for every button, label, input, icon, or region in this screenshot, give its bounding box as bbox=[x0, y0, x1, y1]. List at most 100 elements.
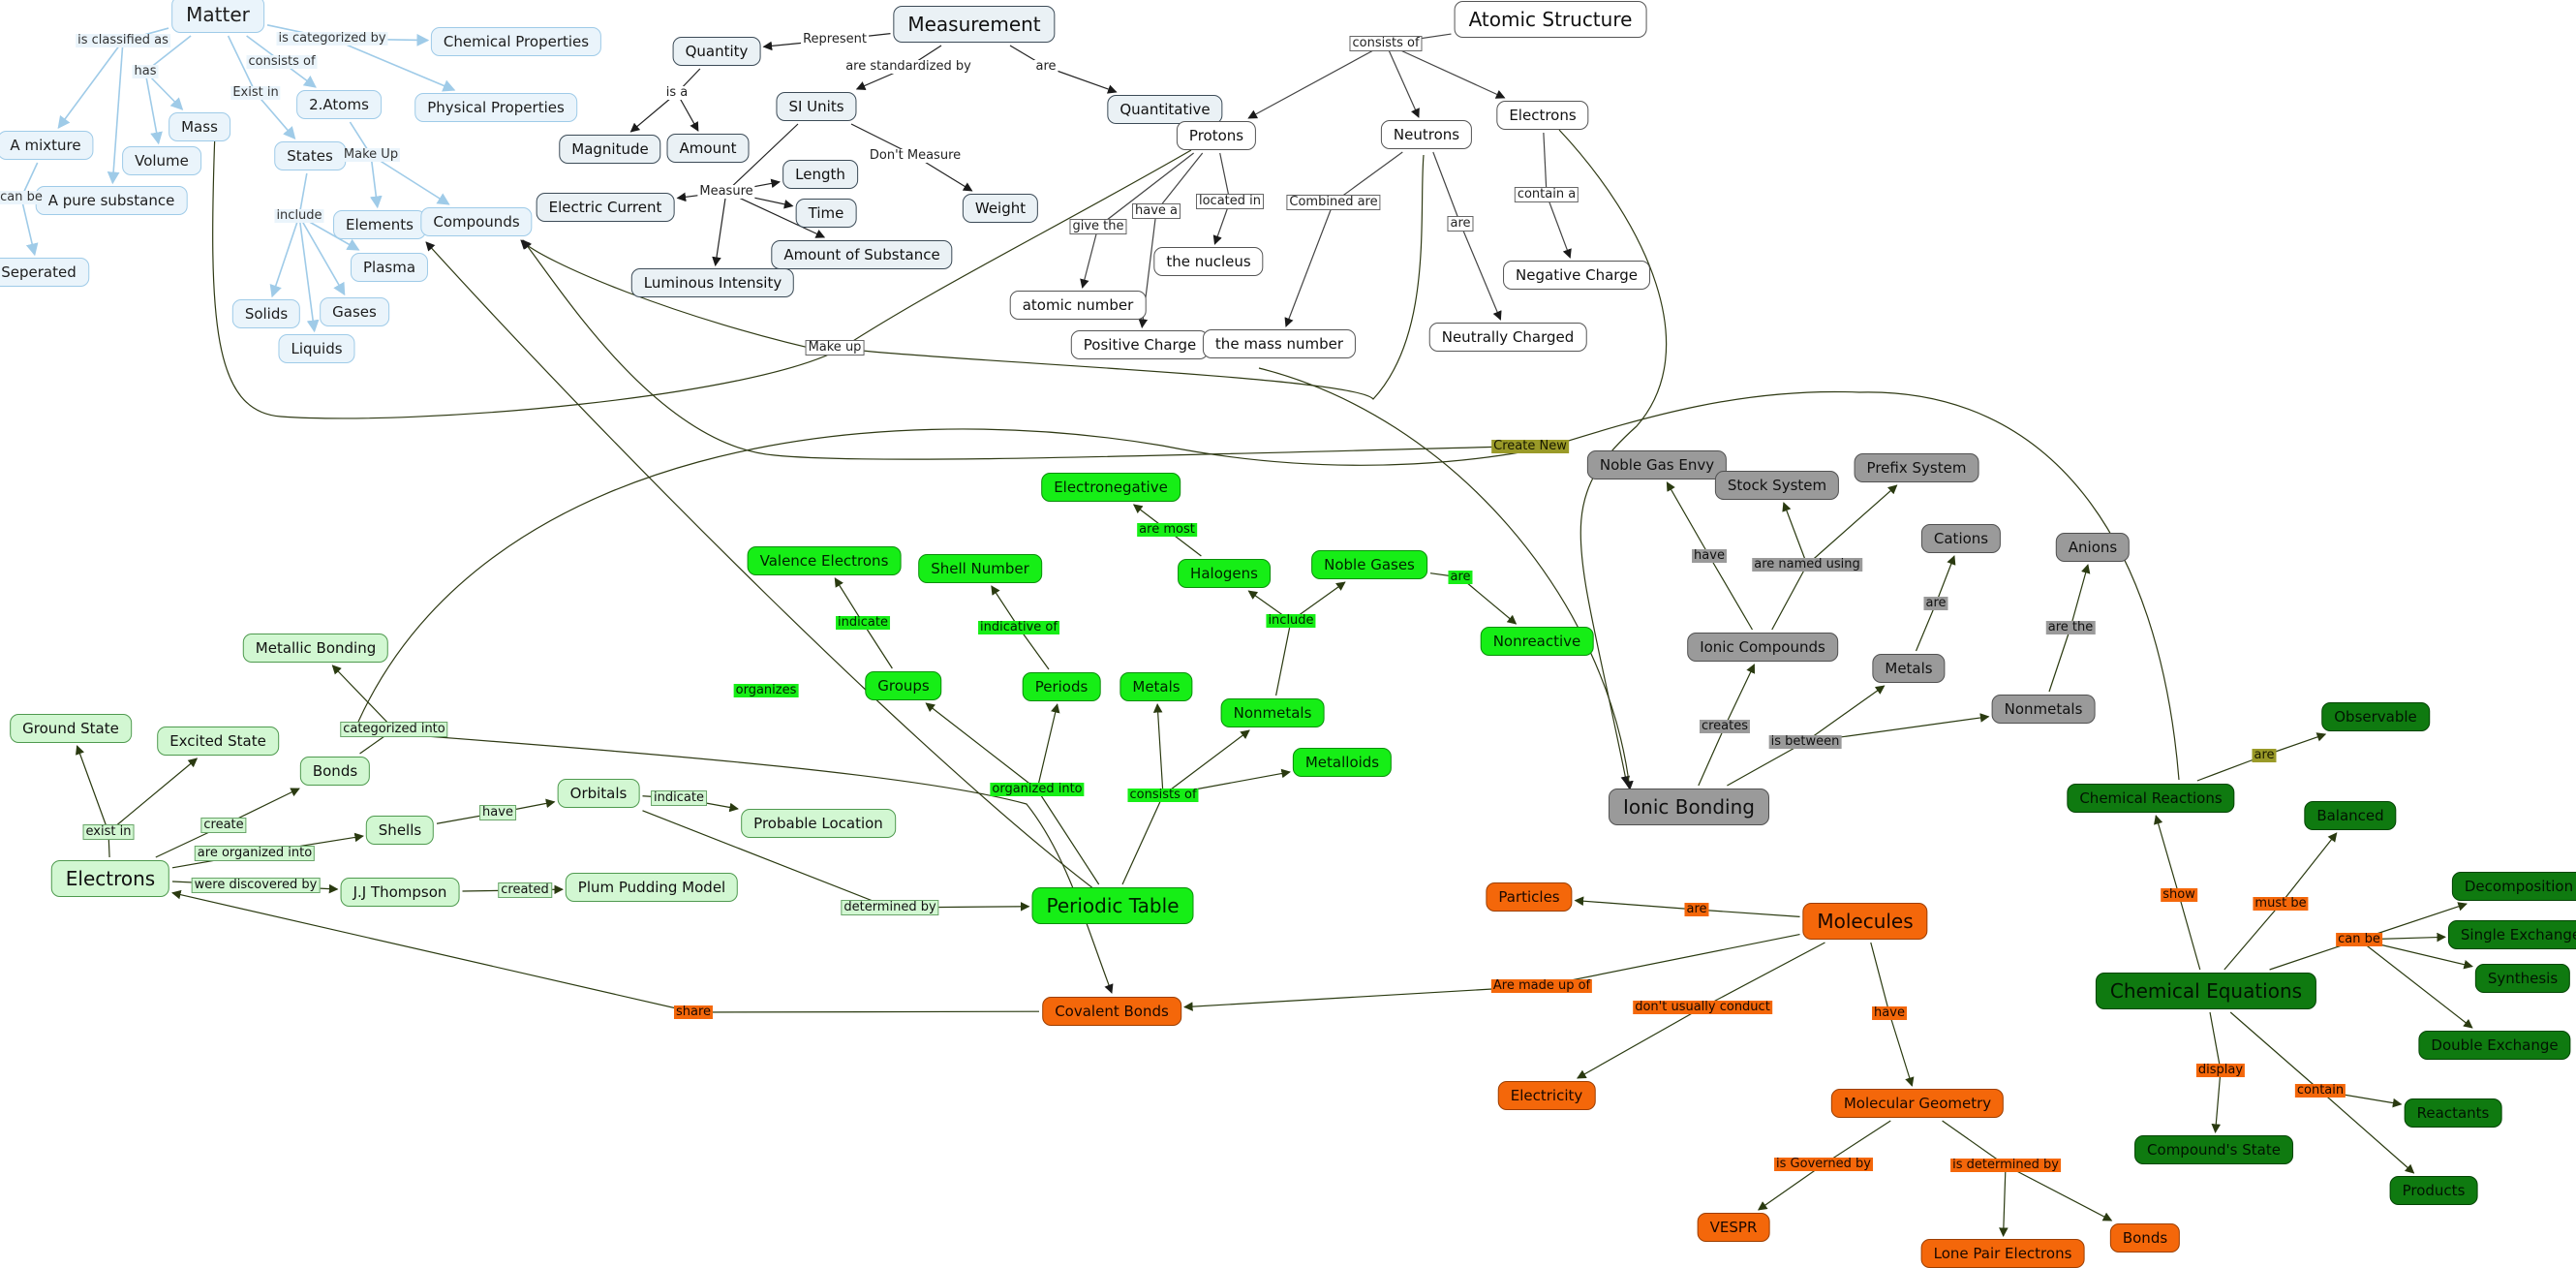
node-probablelocation[interactable]: Probable Location bbox=[741, 809, 896, 838]
link-label-is-governed-by: is Governed by bbox=[1774, 1157, 1873, 1171]
node-orbitals[interactable]: Orbitals bbox=[557, 779, 640, 808]
node-ioniccompounds[interactable]: Ionic Compounds bbox=[1687, 633, 1838, 662]
node-chemreactions[interactable]: Chemical Reactions bbox=[2067, 784, 2235, 813]
node-groups[interactable]: Groups bbox=[865, 671, 942, 700]
node-noblegases[interactable]: Noble Gases bbox=[1311, 550, 1427, 579]
node-nucleus[interactable]: the nucleus bbox=[1153, 247, 1264, 276]
node-matter[interactable]: Matter bbox=[171, 0, 264, 33]
node-moleculargeometry[interactable]: Molecular Geometry bbox=[1830, 1089, 2005, 1118]
link-covalentbonds bbox=[692, 1010, 1040, 1013]
node-chemequations[interactable]: Chemical Equations bbox=[2095, 973, 2317, 1009]
node-volume[interactable]: Volume bbox=[122, 146, 201, 175]
node-reactants[interactable]: Reactants bbox=[2404, 1098, 2502, 1128]
node-quantitative[interactable]: Quantitative bbox=[1107, 95, 1223, 124]
node-positivecharge[interactable]: Positive Charge bbox=[1070, 330, 1210, 359]
node-plumpudding[interactable]: Plum Pudding Model bbox=[565, 873, 739, 902]
node-atomicnumber[interactable]: atomic number bbox=[1009, 291, 1147, 320]
node-electriccurrent[interactable]: Electric Current bbox=[536, 193, 675, 222]
node-nonmetals-g[interactable]: Nonmetals bbox=[1220, 698, 1325, 727]
node-solids[interactable]: Solids bbox=[231, 299, 301, 328]
link-protons bbox=[1219, 152, 1231, 202]
node-excitedstate[interactable]: Excited State bbox=[157, 727, 279, 756]
node-massnumber[interactable]: the mass number bbox=[1202, 329, 1357, 358]
node-neutrallycharged[interactable]: Neutrally Charged bbox=[1428, 323, 1587, 352]
node-seperated[interactable]: Seperated bbox=[0, 258, 89, 287]
node-prefixsystem[interactable]: Prefix System bbox=[1854, 453, 1979, 482]
node-decomposition[interactable]: Decomposition bbox=[2451, 872, 2576, 901]
node-electrons-w[interactable]: Electrons bbox=[1496, 101, 1589, 130]
node-negativecharge[interactable]: Negative Charge bbox=[1503, 261, 1650, 290]
node-weight[interactable]: Weight bbox=[962, 194, 1039, 223]
node-vespr[interactable]: VESPR bbox=[1697, 1213, 1770, 1242]
node-bonds-o[interactable]: Bonds bbox=[2109, 1223, 2181, 1253]
node-metallicbonding[interactable]: Metallic Bonding bbox=[242, 634, 389, 663]
node-mass[interactable]: Mass bbox=[169, 112, 230, 141]
node-time[interactable]: Time bbox=[795, 199, 857, 228]
node-plasma[interactable]: Plasma bbox=[350, 253, 429, 282]
node-luminous[interactable]: Luminous Intensity bbox=[630, 268, 795, 297]
node-shells[interactable]: Shells bbox=[365, 816, 435, 845]
node-molecules[interactable]: Molecules bbox=[1802, 903, 1928, 940]
node-lonepair[interactable]: Lone Pair Electrons bbox=[1920, 1239, 2085, 1268]
node-periodictable[interactable]: Periodic Table bbox=[1031, 887, 1194, 924]
node-particles[interactable]: Particles bbox=[1486, 882, 1573, 912]
link-ioniccompounds-stocksystem bbox=[1782, 502, 1808, 566]
node-nonmetals-gray[interactable]: Nonmetals bbox=[1991, 695, 2096, 724]
link-matter-volume bbox=[144, 71, 163, 145]
link-label-have-i: have bbox=[1692, 548, 1727, 563]
node-magnitude[interactable]: Magnitude bbox=[559, 135, 661, 164]
link-label-are-n: are bbox=[1447, 216, 1474, 232]
node-compounds[interactable]: Compounds bbox=[420, 207, 533, 236]
node-noblegasenvy[interactable]: Noble Gas Envy bbox=[1586, 450, 1728, 479]
link-mixture-seperated bbox=[20, 197, 39, 257]
node-stocksystem[interactable]: Stock System bbox=[1714, 471, 1840, 500]
node-synthesis[interactable]: Synthesis bbox=[2474, 964, 2571, 993]
node-bonds-lg[interactable]: Bonds bbox=[299, 757, 371, 786]
node-protons[interactable]: Protons bbox=[1176, 121, 1257, 150]
node-physprop[interactable]: Physical Properties bbox=[414, 93, 577, 122]
link-label-create-e: create bbox=[200, 818, 247, 833]
node-chemprop[interactable]: Chemical Properties bbox=[430, 27, 602, 56]
node-quantity[interactable]: Quantity bbox=[672, 37, 761, 66]
node-states[interactable]: States bbox=[274, 141, 346, 170]
node-atoms2[interactable]: 2.Atoms bbox=[296, 90, 382, 119]
node-amount[interactable]: Amount bbox=[666, 134, 750, 163]
node-liquids[interactable]: Liquids bbox=[278, 334, 355, 363]
node-mixture[interactable]: A mixture bbox=[0, 131, 94, 160]
node-gases[interactable]: Gases bbox=[320, 297, 389, 326]
node-shellnumber[interactable]: Shell Number bbox=[918, 554, 1042, 583]
node-electrons-lg[interactable]: Electrons bbox=[50, 860, 170, 897]
node-atomicstructure[interactable]: Atomic Structure bbox=[1454, 1, 1647, 38]
node-doubleexchange[interactable]: Double Exchange bbox=[2418, 1031, 2571, 1060]
node-measurement[interactable]: Measurement bbox=[893, 6, 1056, 43]
node-pure[interactable]: A pure substance bbox=[35, 186, 188, 215]
node-jjthompson[interactable]: J.J Thompson bbox=[340, 878, 460, 907]
node-nonreactive[interactable]: Nonreactive bbox=[1480, 627, 1594, 656]
node-metalloids[interactable]: Metalloids bbox=[1292, 748, 1393, 777]
node-singleexchange[interactable]: Single Exchange bbox=[2447, 920, 2576, 949]
node-cations[interactable]: Cations bbox=[1920, 524, 2002, 553]
node-groundstate[interactable]: Ground State bbox=[10, 714, 132, 743]
node-balanced[interactable]: Balanced bbox=[2304, 801, 2397, 830]
node-products[interactable]: Products bbox=[2389, 1176, 2478, 1205]
node-valence[interactable]: Valence Electrons bbox=[747, 546, 902, 575]
node-siunits[interactable]: SI Units bbox=[776, 92, 857, 121]
node-covalentbonds[interactable]: Covalent Bonds bbox=[1042, 997, 1181, 1026]
link-atomicstructure-protons bbox=[1247, 43, 1387, 119]
node-halogens[interactable]: Halogens bbox=[1178, 559, 1271, 588]
node-metals-g[interactable]: Metals bbox=[1119, 672, 1193, 701]
link-chemequations-balanced bbox=[2280, 832, 2338, 905]
node-compoundstate[interactable]: Compound's State bbox=[2134, 1135, 2293, 1164]
node-ionicbonding[interactable]: Ionic Bonding bbox=[1609, 789, 1769, 825]
node-observable[interactable]: Observable bbox=[2321, 702, 2430, 731]
node-periods[interactable]: Periods bbox=[1022, 672, 1101, 701]
node-amountsub[interactable]: Amount of Substance bbox=[771, 240, 953, 269]
node-electronegative[interactable]: Electronegative bbox=[1041, 473, 1181, 502]
node-length[interactable]: Length bbox=[782, 160, 858, 189]
node-anions[interactable]: Anions bbox=[2055, 533, 2131, 562]
node-metals-gray[interactable]: Metals bbox=[1872, 654, 1946, 683]
link-label-share: share bbox=[673, 1005, 714, 1019]
node-electricity[interactable]: Electricity bbox=[1497, 1081, 1596, 1110]
node-neutrons[interactable]: Neutrons bbox=[1380, 120, 1473, 149]
node-elements[interactable]: Elements bbox=[333, 210, 426, 239]
